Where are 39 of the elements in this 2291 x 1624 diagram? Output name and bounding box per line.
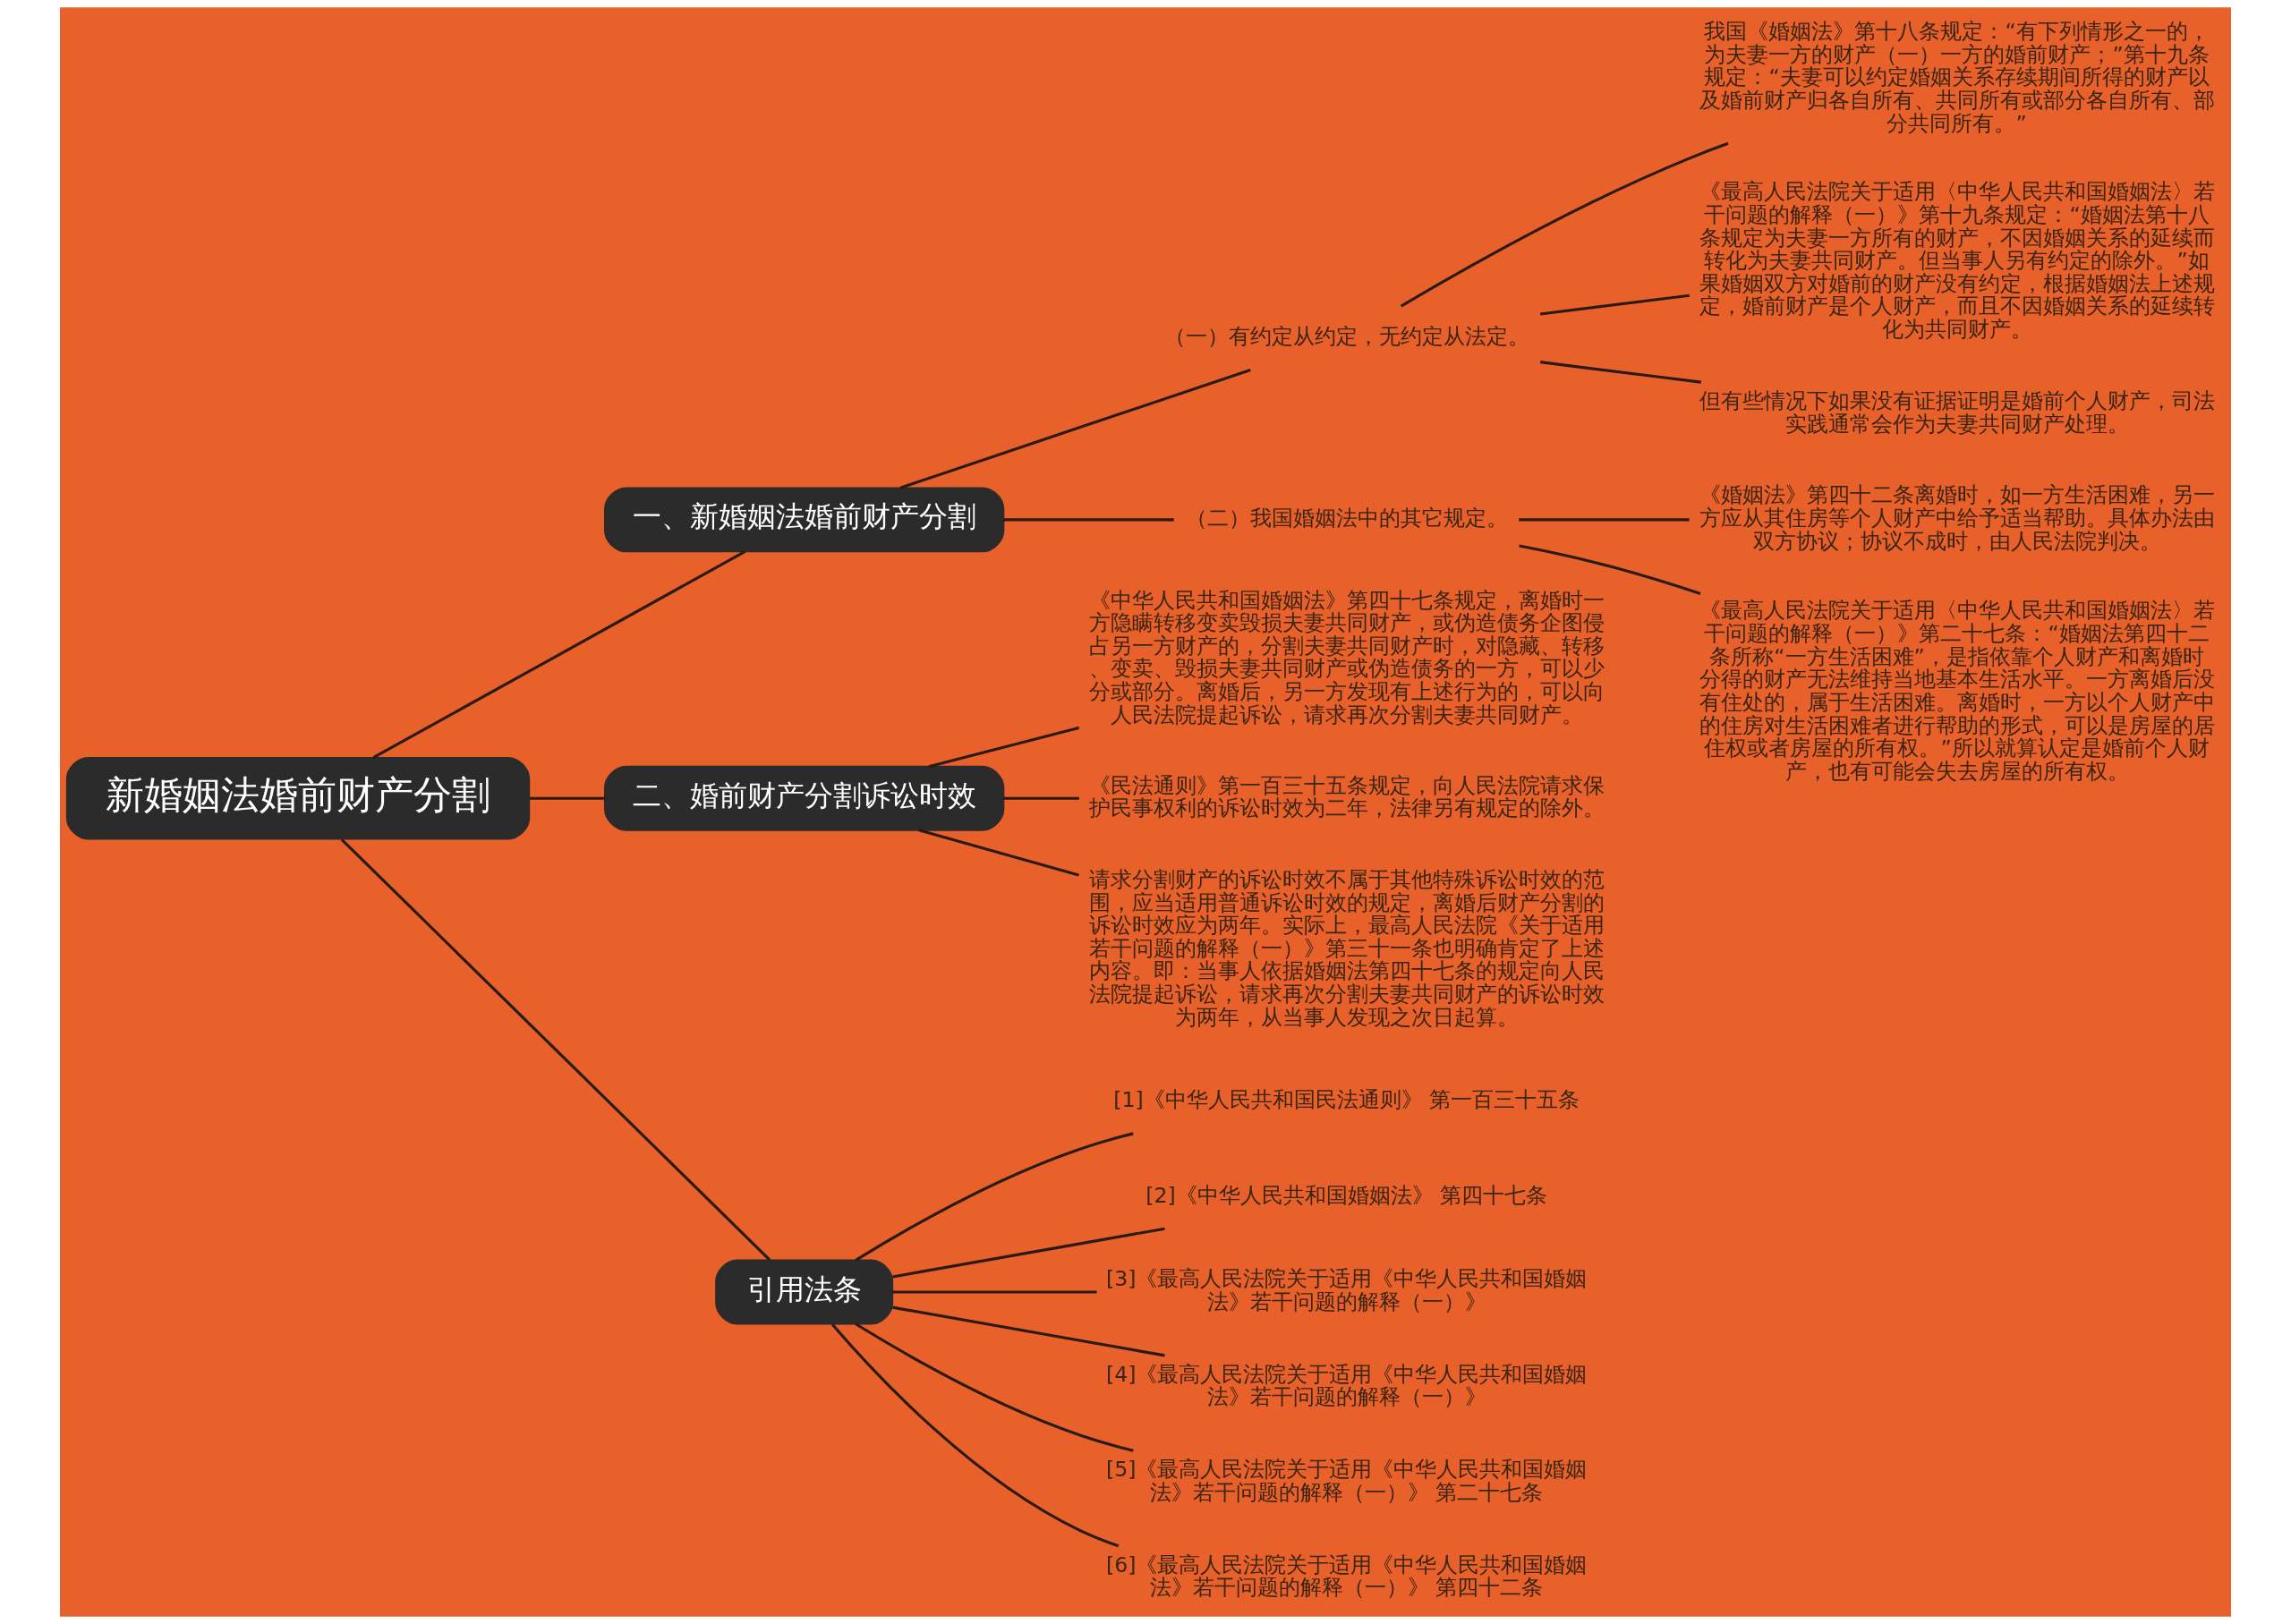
node-text: 《最高人民法院关于适用〈中华人民共和国婚姻法〉若干问题的解释（一）》第二十七条：“婚姻法第四十二条所称“一方生活困难”，是指依靠个人财产和离婚时分得的财产无法维持当地基本生活水平。一方离婚后没有住处的，属于生活困难。离婚时，一方以个人财产中的住房对生活困难者进行帮助的形式，可以是房屋的居住权或者房屋的所有权。”所以就算认定是婚前个人财产，也有可能会失去房屋的所有权。	[1699, 598, 2215, 784]
node-text: [5]《最高人民法院关于适用《中华人民共和国婚姻法》若干问题的解释（一）》 第二十七条	[1105, 1457, 1588, 1505]
node-text: 请求分割财产的诉讼时效不属于其他特殊诉讼时效的范围，应当适用普通诉讼时效的规定，离婚后财产分割的诉讼时效应为两年。实际上，最高人民法院《关于适用若干问题的解释（一）》第三十一条也明确肯定了上述内容。即：当事人依据婚姻法第四十七条的规定向人民法院提起诉讼，请求再次分割夫妻共同财产的诉讼时效为两年，从当事人发现之次日起算。	[1088, 866, 1605, 1030]
connector	[831, 1323, 1120, 1548]
connector	[530, 796, 605, 800]
connector	[1519, 518, 1690, 522]
node-text: 但有些情况下如果没有证据证明是婚前个人财产，司法实践通常会作为夫妻共同财产处理。	[1699, 387, 2215, 437]
connector	[340, 838, 771, 1262]
connector	[1539, 293, 1691, 316]
connector	[855, 1132, 1134, 1262]
connector	[1003, 518, 1174, 522]
node-text: 《最高人民法院关于适用〈中华人民共和国婚姻法〉若干问题的解释（一）》第十九条规定：“婚姻法第十八条规定为夫妻一方所有的财产，不因婚姻关系的延续而转化为夫妻共同财产。但当事人另有约定的除外。”如果婚姻双方对婚前的财产没有约定，根据婚姻法上述规定，婚前财产是个人财产，而且不因婚姻关系的延续转化为共同财产。	[1699, 179, 2215, 343]
node-box: 二、婚前财产分割诉讼时效	[603, 765, 1005, 831]
node-text: （一）有约定从约定，无约定从法定。	[1163, 323, 1529, 349]
node-text: [2]《中华人民共和国婚姻法》 第四十七条	[1146, 1182, 1548, 1208]
connector	[1003, 796, 1079, 800]
connector	[918, 829, 1079, 877]
node-box: 引用法条	[715, 1259, 894, 1325]
connector	[892, 1305, 1165, 1357]
connector	[1519, 544, 1701, 595]
node-text: 我国《婚姻法》第十八条规定：“有下列情形之一的，为夫妻一方的财产（一）一方的婚前财产；”第十九条规定：“夫妻可以约定婚姻关系存续期间所得的财产以及婚前财产归各自所有、共同所有或部分各自所有、部分共同所有。”	[1699, 19, 2215, 136]
connector	[892, 1227, 1165, 1279]
node-box: 一、新婚姻法婚前财产分割	[603, 487, 1005, 553]
node-text: [4]《最高人民法院关于适用《中华人民共和国婚姻法》若干问题的解释（一）》	[1105, 1361, 1588, 1410]
connector	[1539, 361, 1701, 384]
node-box: 新婚姻法婚前财产分割	[65, 756, 531, 840]
node-text: 《中华人民共和国婚姻法》第四十七条规定，离婚时一方隐瞒转移变卖毁损夫妻共同财产，或伪造债务企图侵占另一方财产的，分割夫妻共同财产时，对隐藏、转移、变卖、毁损夫妻共同财产或伪造债务的一方，可以少分或部分。离婚后，另一方发现有上述行为的，可以向人民法院提起诉讼，请求再次分割夫妻共同财产。	[1088, 587, 1605, 727]
connector	[1400, 141, 1729, 308]
connector	[372, 550, 746, 759]
node-text: 《婚姻法》第四十二条离婚时，如一方生活困难，另一方应从其住房等个人财产中给予适当帮助。具体办法由双方协议；协议不成时，由人民法院判决。	[1699, 482, 2215, 554]
node-text: 《民法通则》第一百三十五条规定，向人民法院请求保护民事权利的诉讼时效为二年，法律另有规定的除外。	[1088, 772, 1605, 821]
node-text: [3]《最高人民法院关于适用《中华人民共和国婚姻法》若干问题的解释（一）》	[1105, 1266, 1588, 1314]
connector	[855, 1322, 1134, 1452]
node-text: [1]《中华人民共和国民法通则》 第一百三十五条	[1113, 1087, 1580, 1113]
node-text: （二）我国婚姻法中的其它规定。	[1185, 505, 1508, 531]
connector	[892, 1290, 1097, 1294]
connector	[899, 368, 1251, 489]
connector	[928, 726, 1080, 769]
node-text: [6]《最高人民法院关于适用《中华人民共和国婚姻法》若干问题的解释（一）》 第四十二条	[1105, 1552, 1588, 1601]
